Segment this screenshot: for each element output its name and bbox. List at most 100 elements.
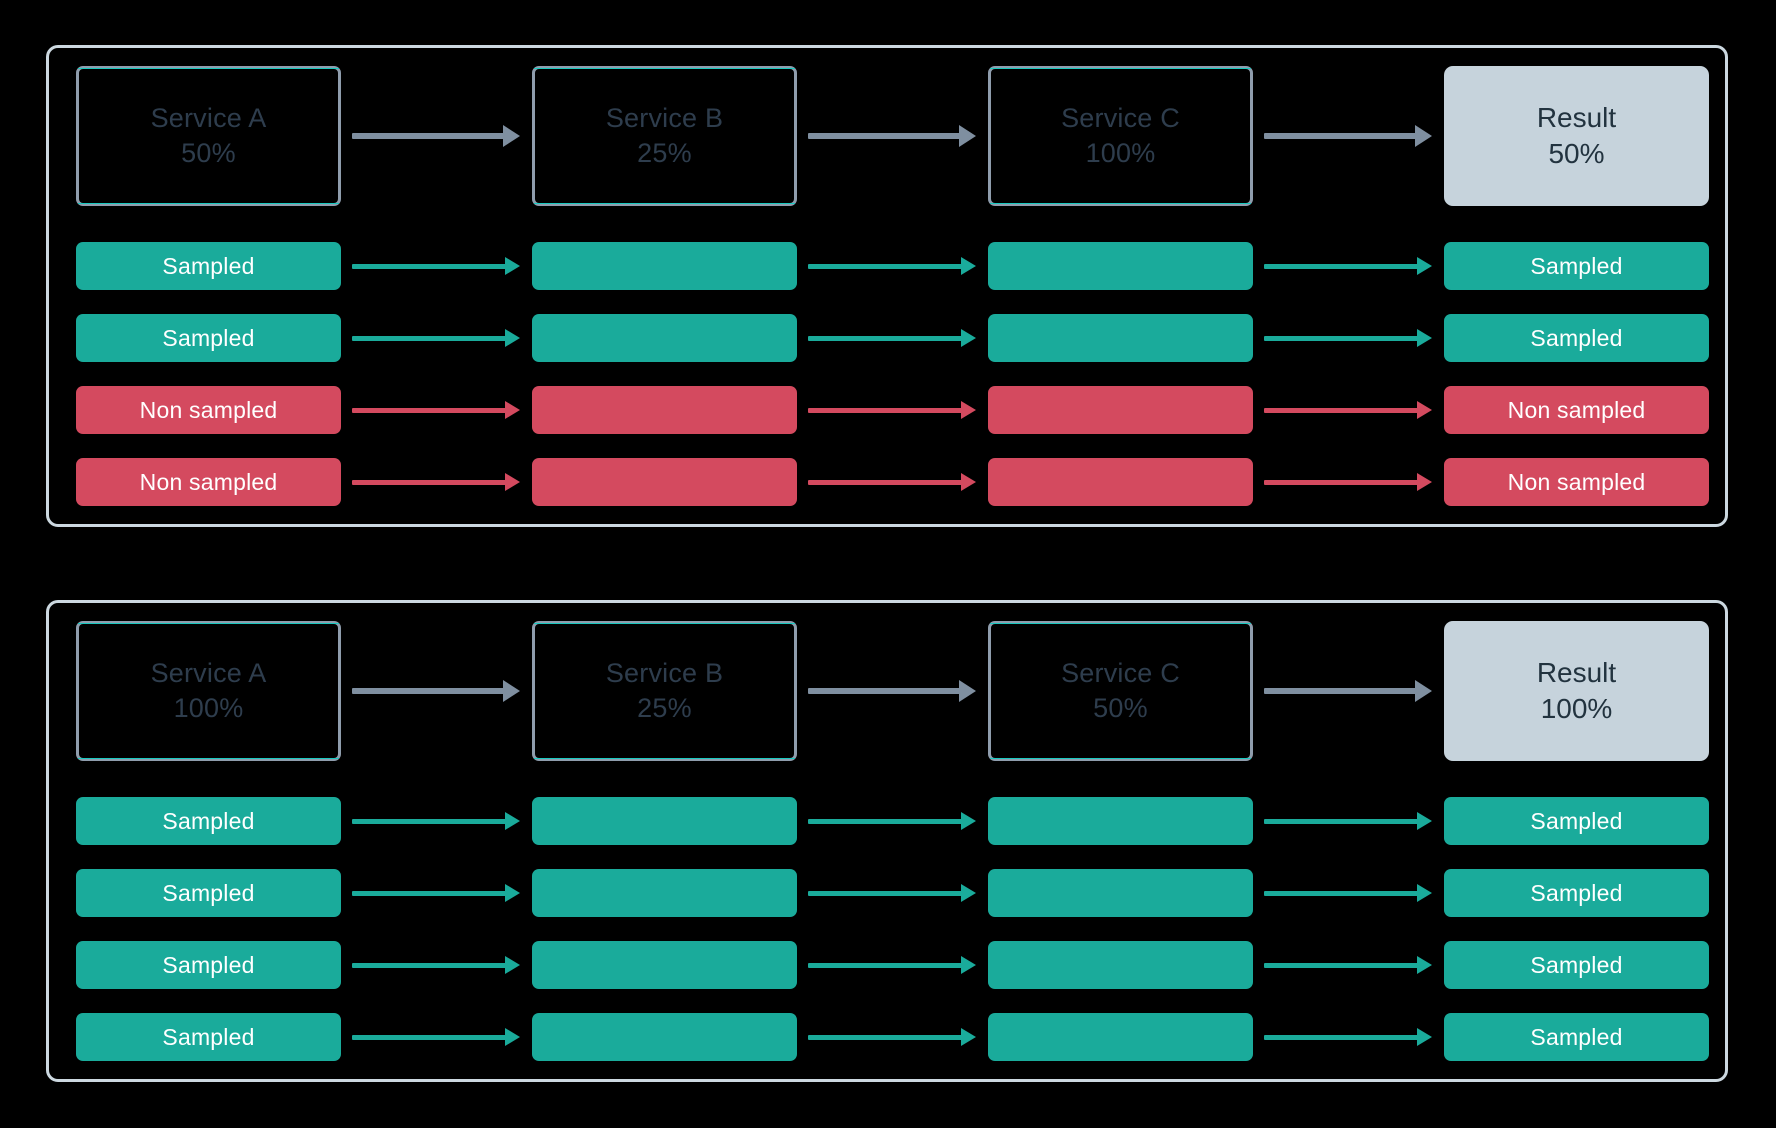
flow-bar-b[interactable] [532,242,797,290]
arrow-shaft [1264,133,1419,139]
arrow-shaft [808,335,965,341]
arrow-head-icon [961,473,976,491]
arrow-shaft [352,335,509,341]
flow-bar-b[interactable] [532,797,797,845]
flow-arrow-a-to-b [352,884,520,902]
flow-arrow-c-to-result [1264,329,1432,347]
arrow-head-icon [961,329,976,347]
flow-bar-result[interactable]: Non sampled [1444,386,1709,434]
arrow-head-icon [505,1028,520,1046]
arrow-head-icon [1417,1028,1432,1046]
arrow-head-icon [505,329,520,347]
flow-bar-a[interactable]: Sampled [76,314,341,362]
service-box-a[interactable]: Service A 100% [76,621,341,761]
service-box-a-name: Service A [150,658,267,689]
flow-bar-c[interactable] [988,941,1253,989]
flow-bar-result[interactable]: Sampled [1444,1013,1709,1061]
arrow-head-icon [961,401,976,419]
arrow-shaft [808,479,965,485]
arrow-head-icon [961,257,976,275]
flow-bar-result[interactable]: Non sampled [1444,458,1709,506]
arrow-shaft [808,263,965,269]
arrow-shaft [1264,890,1421,896]
service-box-b[interactable]: Service B 25% [532,66,797,206]
flow-bar-result[interactable]: Sampled [1444,242,1709,290]
arrow-head-icon [1417,956,1432,974]
flow-bar-b[interactable] [532,314,797,362]
arrow-head-icon [505,812,520,830]
arrow-shaft [352,479,509,485]
flow-bar-b[interactable] [532,458,797,506]
service-box-b-percent: 25% [637,693,692,723]
arrow-head-icon [503,125,520,147]
flow-arrow-c-to-result [1264,884,1432,902]
flow-bar-c[interactable] [988,797,1253,845]
flow-bar-a[interactable]: Sampled [76,869,341,917]
flow-bar-result[interactable]: Sampled [1444,797,1709,845]
arrow-shaft [1264,263,1421,269]
arrow-head-icon [1417,473,1432,491]
flow-arrow-b-to-c [808,884,976,902]
flow-bar-a[interactable]: Sampled [76,1013,341,1061]
arrow-head-icon [1415,680,1432,702]
flow-bar-c[interactable] [988,386,1253,434]
flow-bar-a[interactable]: Sampled [76,941,341,989]
result-box-percent: 100% [1540,693,1613,724]
service-box-b[interactable]: Service B 25% [532,621,797,761]
arrow-shaft [1264,1034,1421,1040]
flow-arrow-c-to-result [1264,257,1432,275]
arrow-head-icon [503,680,520,702]
flow-bar-b[interactable] [532,1013,797,1061]
flow-bar-b[interactable] [532,941,797,989]
arrow-shaft [1264,688,1419,694]
arrow-shaft [808,1034,965,1040]
arrow-head-icon [505,401,520,419]
arrow-head-icon [959,125,976,147]
service-box-a[interactable]: Service A 50% [76,66,341,206]
flow-bar-c[interactable] [988,314,1253,362]
result-box[interactable]: Result 50% [1444,66,1709,206]
flow-arrow-a-to-b [352,329,520,347]
flow-bar-result[interactable]: Sampled [1444,869,1709,917]
flow-bar-a[interactable]: Sampled [76,242,341,290]
flow-arrow-c-to-result [1264,1028,1432,1046]
arrow-shaft [352,890,509,896]
flow-bar-c[interactable] [988,242,1253,290]
arrow-head-icon [961,1028,976,1046]
flow-bar-result[interactable]: Sampled [1444,941,1709,989]
arrow-head-icon [505,257,520,275]
service-header-row-2: Service A 100% Service B 25% Service C 5… [49,621,1725,761]
flow-bar-b[interactable] [532,386,797,434]
arrow-head-icon [1417,329,1432,347]
flow-bar-a[interactable]: Non sampled [76,386,341,434]
flow-bar-a[interactable]: Sampled [76,797,341,845]
result-box[interactable]: Result 100% [1444,621,1709,761]
flow-bar-a[interactable]: Non sampled [76,458,341,506]
arrow-head-icon [505,884,520,902]
flow-bar-c[interactable] [988,458,1253,506]
sampling-panel-1: Service A 50% Service B 25% Service C 10… [46,45,1728,527]
arrow-shaft [808,962,965,968]
arrow-shaft [1264,407,1421,413]
arrow-head-icon [505,956,520,974]
flow-arrow-b-to-c [808,401,976,419]
service-box-c[interactable]: Service C 100% [988,66,1253,206]
flow-bar-result[interactable]: Sampled [1444,314,1709,362]
service-box-a-percent: 100% [173,693,244,723]
flow-bar-c[interactable] [988,1013,1253,1061]
service-arrow-b-to-c [808,125,976,147]
arrow-head-icon [961,812,976,830]
flow-bar-c[interactable] [988,869,1253,917]
flow-bar-b[interactable] [532,869,797,917]
arrow-shaft [808,688,963,694]
flow-arrow-b-to-c [808,1028,976,1046]
result-box-name: Result [1536,657,1617,689]
service-box-c[interactable]: Service C 50% [988,621,1253,761]
sampling-panel-2: Service A 100% Service B 25% Service C 5… [46,600,1728,1082]
arrow-shaft [352,407,509,413]
service-arrow-c-to-result [1264,125,1432,147]
arrow-shaft [352,688,507,694]
flow-arrow-c-to-result [1264,956,1432,974]
arrow-shaft [808,818,965,824]
